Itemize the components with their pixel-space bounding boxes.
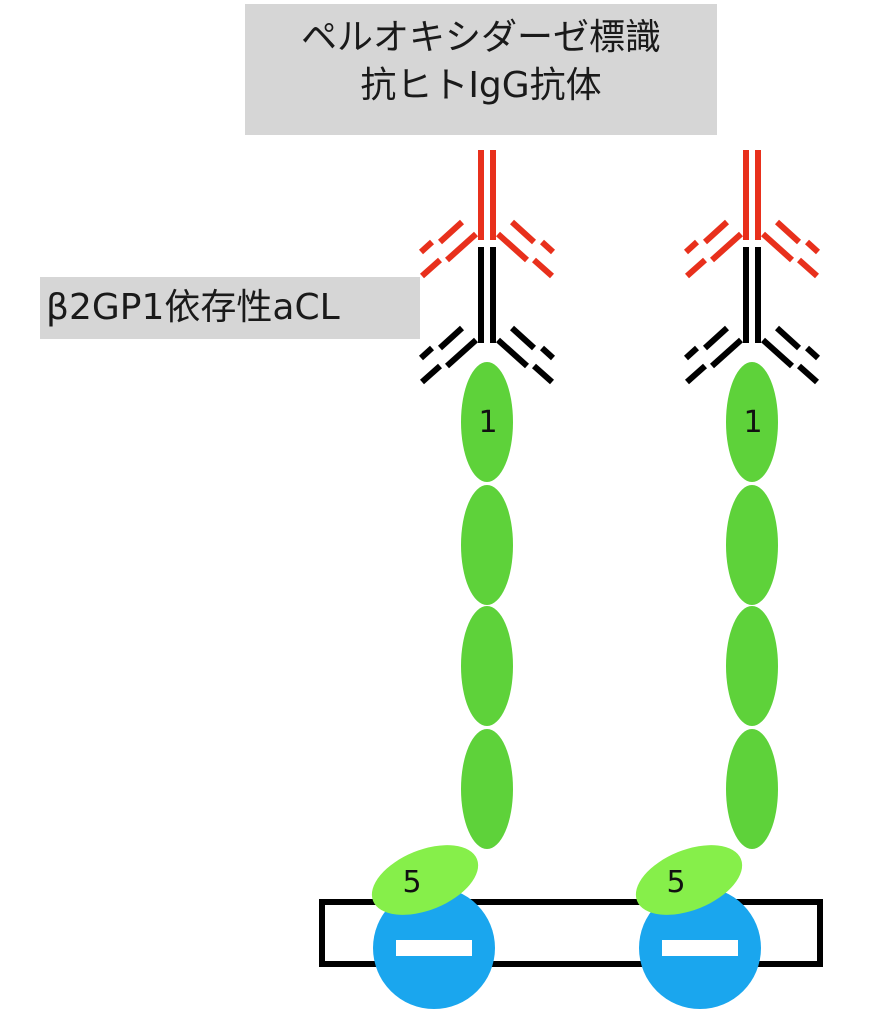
domain-4-ellipse xyxy=(461,729,513,849)
domain-3-ellipse xyxy=(726,606,778,726)
complex-right: 5 1 xyxy=(635,150,821,1009)
minus-sign-icon xyxy=(662,940,738,956)
negative-charge-right xyxy=(639,887,761,1009)
domain-2-ellipse xyxy=(461,485,513,605)
domain-1-ellipse xyxy=(461,362,513,482)
domain-1-right: 1 xyxy=(726,362,778,482)
domain-1-ellipse xyxy=(726,362,778,482)
domain-5-right: 5 xyxy=(635,845,743,915)
primary-antibody-icon-left xyxy=(418,247,556,385)
negative-charge-left xyxy=(373,887,495,1009)
secondary-antibody-label-line2: 抗ヒトIgG抗体 xyxy=(360,65,602,106)
domain-2-ellipse xyxy=(726,485,778,605)
domain-5-ellipse xyxy=(371,845,479,915)
secondary-antibody-label-line1: ペルオキシダーゼ標識 xyxy=(300,17,661,58)
primary-antibody-icon-right xyxy=(683,247,821,385)
domain-3-ellipse xyxy=(461,606,513,726)
domain-1-left: 1 xyxy=(461,362,513,482)
domain-5-left: 5 xyxy=(371,845,479,915)
domain-1-label: 1 xyxy=(478,405,497,440)
domain-1-label: 1 xyxy=(743,405,762,440)
domain-5-label: 5 xyxy=(666,865,685,900)
minus-sign-icon xyxy=(396,940,472,956)
secondary-antibody-icon-left xyxy=(418,150,556,279)
secondary-antibody-label: ペルオキシダーゼ標識 抗ヒトIgG抗体 xyxy=(245,4,717,135)
primary-antibody-label: β2GP1依存性aCL xyxy=(40,277,420,339)
solid-phase-plate xyxy=(319,899,823,967)
domain-5-ellipse xyxy=(635,845,743,915)
secondary-antibody-icon-right xyxy=(683,150,821,279)
domain-4-ellipse xyxy=(726,729,778,849)
domain-5-label: 5 xyxy=(402,865,421,900)
complex-left: 5 1 xyxy=(371,150,556,1009)
